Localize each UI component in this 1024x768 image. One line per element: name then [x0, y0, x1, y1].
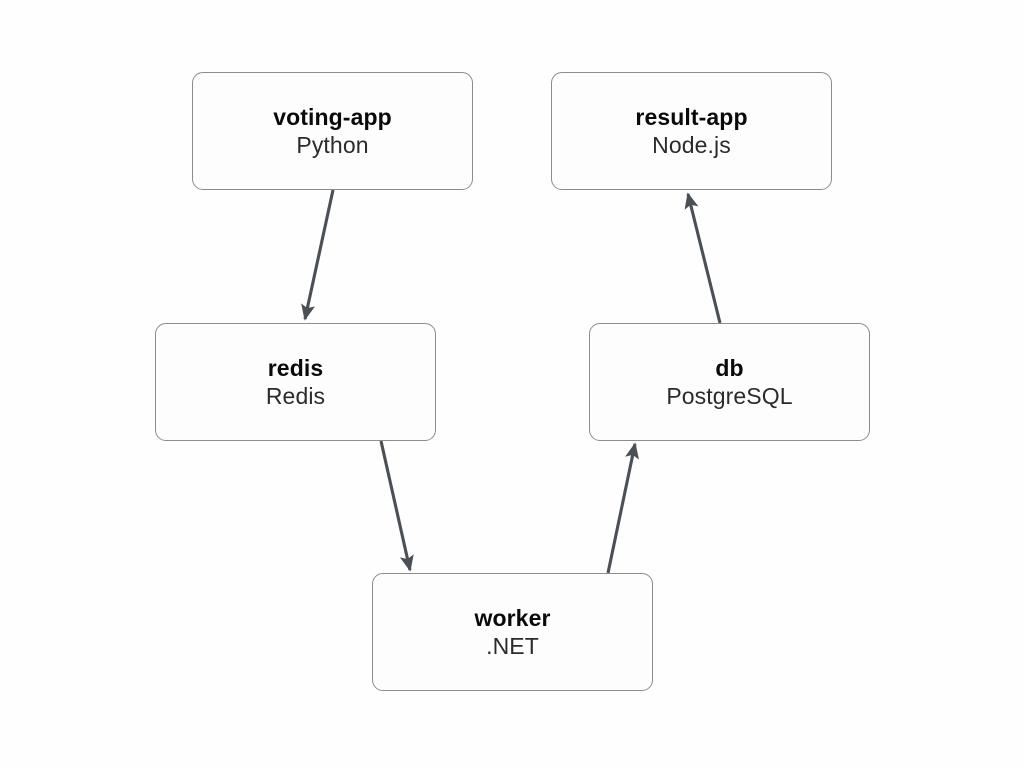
- node-title: worker: [474, 604, 551, 631]
- node-subtitle: Python: [296, 132, 369, 158]
- node-worker[interactable]: worker .NET: [372, 573, 653, 691]
- node-subtitle: PostgreSQL: [666, 383, 793, 409]
- node-title: voting-app: [273, 103, 392, 130]
- node-db[interactable]: db PostgreSQL: [589, 323, 870, 441]
- node-redis[interactable]: redis Redis: [155, 323, 436, 441]
- voting-app-to-redis: [301, 189, 335, 321]
- db-to-result-app: [684, 192, 722, 324]
- node-subtitle: Node.js: [652, 132, 731, 158]
- node-title: redis: [267, 354, 324, 381]
- node-result-app[interactable]: result-app Node.js: [551, 72, 832, 190]
- redis-to-worker: [379, 440, 414, 572]
- node-subtitle: Redis: [265, 383, 326, 409]
- node-voting-app[interactable]: voting-app Python: [192, 72, 473, 190]
- node-subtitle: .NET: [486, 633, 539, 659]
- worker-to-db: [606, 442, 639, 574]
- node-title: db: [715, 354, 744, 381]
- node-title: result-app: [635, 103, 748, 130]
